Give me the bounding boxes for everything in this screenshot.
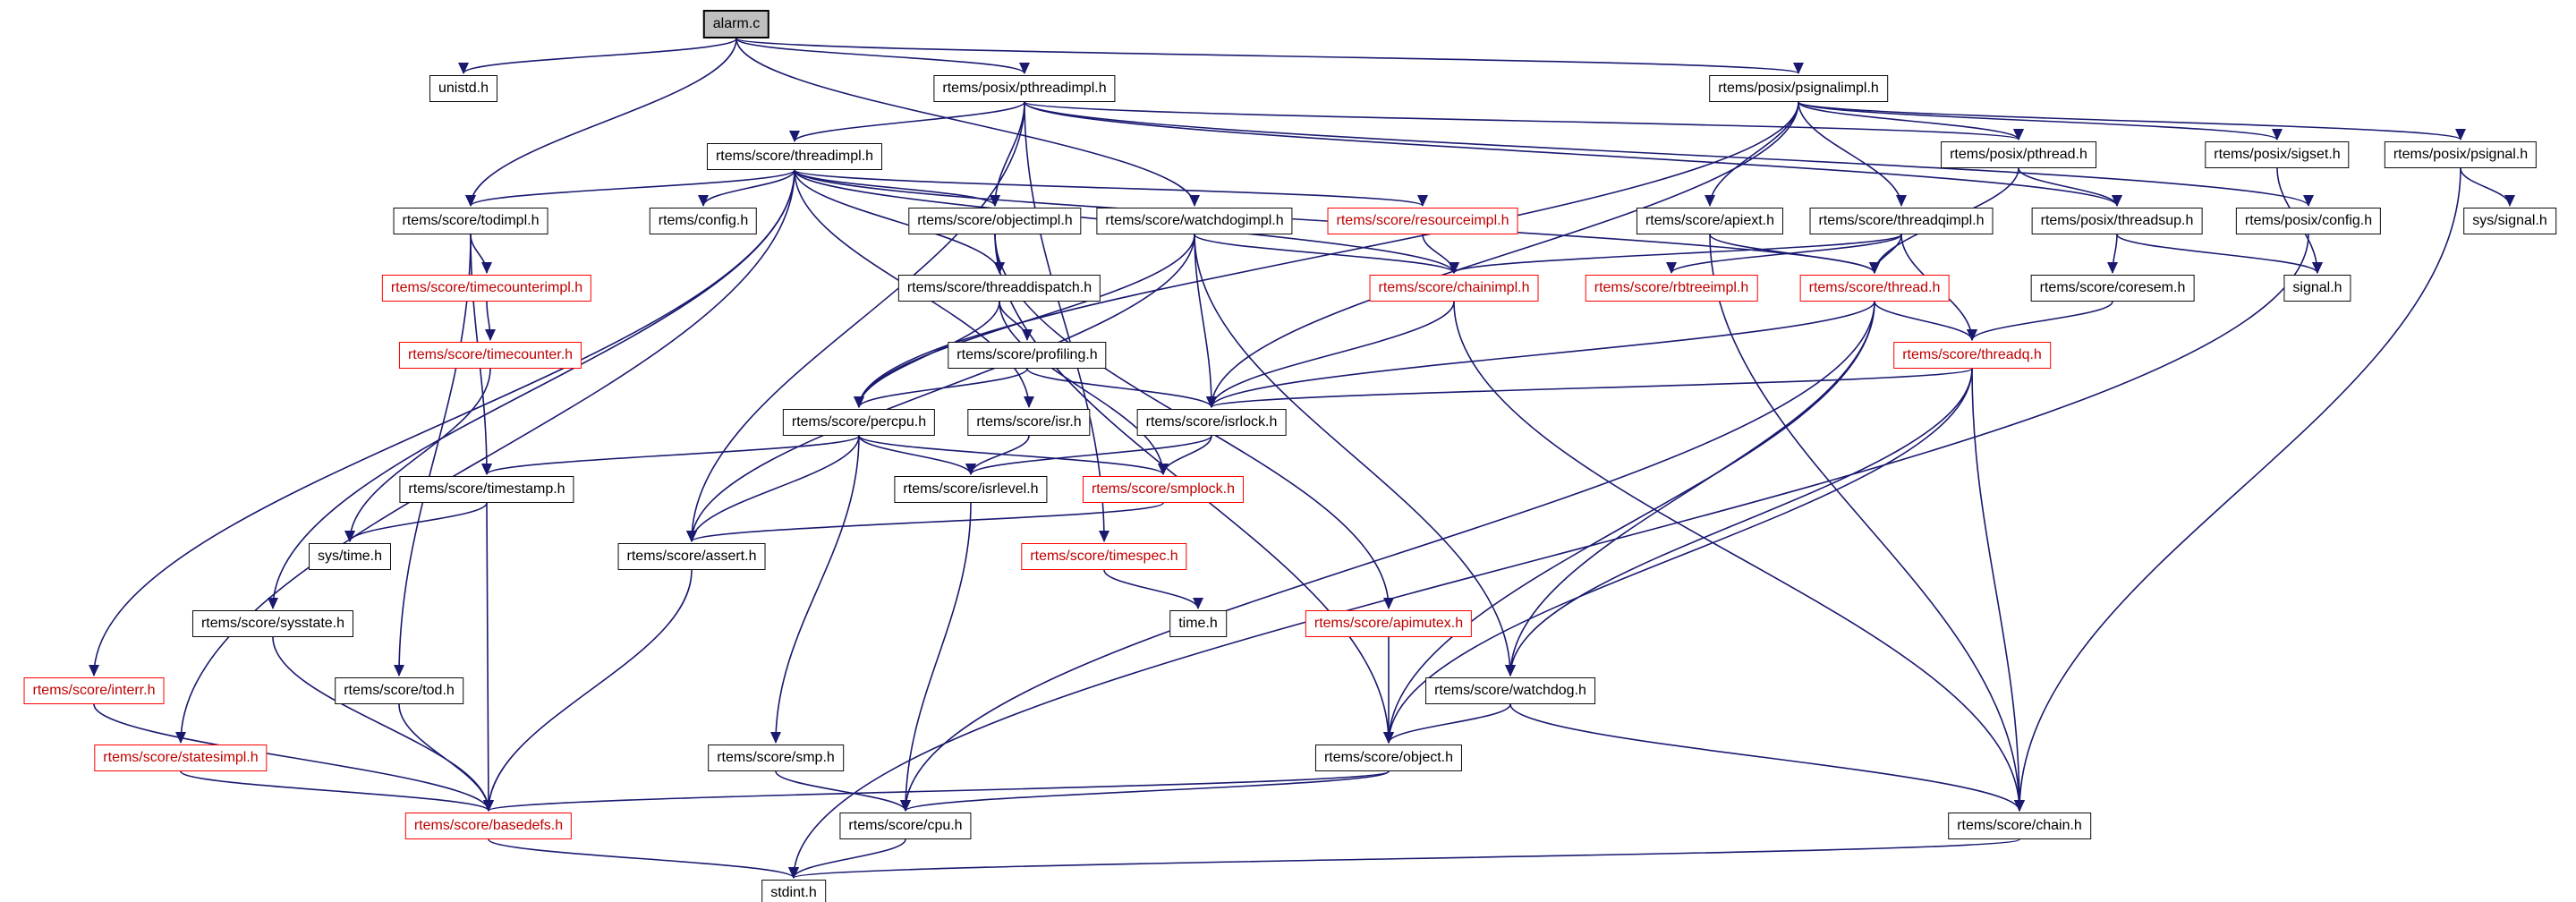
include-node-psignal[interactable]: rtems/posix/psignal.h	[2384, 141, 2538, 168]
include-node-basedefs[interactable]: rtems/score/basedefs.h	[404, 813, 573, 839]
include-node-object[interactable]: rtems/score/object.h	[1314, 745, 1463, 771]
include-node-apimutex[interactable]: rtems/score/apimutex.h	[1305, 610, 1473, 637]
include-node-threadimpl[interactable]: rtems/score/threadimpl.h	[706, 143, 883, 170]
include-node-pthreadimpl[interactable]: rtems/posix/pthreadimpl.h	[933, 75, 1116, 102]
include-node-unistd[interactable]: unistd.h	[429, 75, 498, 102]
include-node-smplock[interactable]: rtems/score/smplock.h	[1082, 476, 1245, 503]
include-node-tod[interactable]: rtems/score/tod.h	[335, 677, 463, 704]
include-node-timespec[interactable]: rtems/score/timespec.h	[1021, 543, 1187, 570]
include-node-rtemsconfig[interactable]: rtems/config.h	[649, 208, 758, 234]
include-node-coresem[interactable]: rtems/score/coresem.h	[2030, 275, 2195, 302]
include-node-systime[interactable]: sys/time.h	[308, 543, 392, 570]
include-node-percpu[interactable]: rtems/score/percpu.h	[782, 409, 936, 436]
include-node-timecounterimpl[interactable]: rtems/score/timecounterimpl.h	[381, 275, 592, 302]
include-node-pthread[interactable]: rtems/posix/pthread.h	[1941, 141, 2096, 168]
include-node-assert[interactable]: rtems/score/assert.h	[617, 543, 766, 570]
include-node-timecounter[interactable]: rtems/score/timecounter.h	[398, 342, 582, 369]
include-node-todimpl[interactable]: rtems/score/todimpl.h	[393, 208, 548, 234]
include-node-chainimpl[interactable]: rtems/score/chainimpl.h	[1369, 275, 1539, 302]
include-node-isrlock[interactable]: rtems/score/isrlock.h	[1136, 409, 1287, 436]
include-node-chain[interactable]: rtems/score/chain.h	[1948, 813, 2091, 839]
include-node-resourceimpl[interactable]: rtems/score/resourceimpl.h	[1327, 208, 1518, 234]
include-node-profiling[interactable]: rtems/score/profiling.h	[948, 342, 1107, 369]
include-node-isr[interactable]: rtems/score/isr.h	[967, 409, 1091, 436]
include-node-psignalimpl[interactable]: rtems/posix/psignalimpl.h	[1709, 75, 1888, 102]
include-node-signal[interactable]: signal.h	[2283, 275, 2351, 302]
include-node-threadqimpl[interactable]: rtems/score/threadqimpl.h	[1809, 208, 1994, 234]
include-node-threadsup[interactable]: rtems/posix/threadsup.h	[2031, 208, 2203, 234]
include-node-smp[interactable]: rtems/score/smp.h	[708, 745, 844, 771]
include-node-time[interactable]: time.h	[1169, 610, 1227, 637]
include-node-watchdogimpl[interactable]: rtems/score/watchdogimpl.h	[1096, 208, 1293, 234]
include-node-posixconfig[interactable]: rtems/posix/config.h	[2235, 208, 2382, 234]
include-node-thread[interactable]: rtems/score/thread.h	[1799, 275, 1950, 302]
include-node-sigset[interactable]: rtems/posix/sigset.h	[2205, 141, 2350, 168]
include-node-stdint[interactable]: stdint.h	[761, 880, 826, 902]
include-node-sysstate[interactable]: rtems/score/sysstate.h	[191, 610, 354, 637]
include-node-interr[interactable]: rtems/score/interr.h	[23, 677, 165, 704]
include-node-threaddispatch[interactable]: rtems/score/threaddispatch.h	[897, 275, 1101, 302]
include-node-threadq[interactable]: rtems/score/threadq.h	[1893, 342, 2051, 369]
include-node-objectimpl[interactable]: rtems/score/objectimpl.h	[908, 208, 1082, 234]
include-node-isrlevel[interactable]: rtems/score/isrlevel.h	[894, 476, 1048, 503]
include-node-alarm: alarm.c	[702, 10, 770, 38]
include-node-watchdog[interactable]: rtems/score/watchdog.h	[1425, 677, 1595, 704]
include-node-apiext[interactable]: rtems/score/apiext.h	[1636, 208, 1784, 234]
include-node-syssignal[interactable]: sys/signal.h	[2463, 208, 2556, 234]
include-node-cpu[interactable]: rtems/score/cpu.h	[839, 813, 972, 839]
include-node-timestamp[interactable]: rtems/score/timestamp.h	[399, 476, 574, 503]
include-node-rbtreeimpl[interactable]: rtems/score/rbtreeimpl.h	[1585, 275, 1758, 302]
include-node-statesimpl[interactable]: rtems/score/statesimpl.h	[94, 745, 268, 771]
